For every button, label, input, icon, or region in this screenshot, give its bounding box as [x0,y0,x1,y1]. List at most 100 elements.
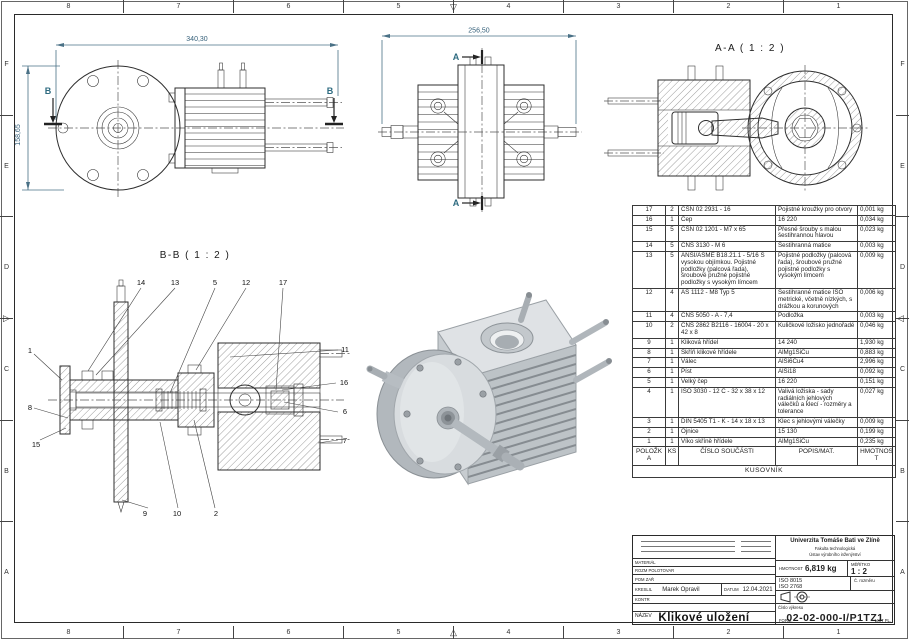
mass-label: HMOTNOST [779,566,803,571]
center-mark-bottom: △ [450,627,457,637]
center-mark-top: ▽ [450,2,457,12]
bom-header-row: POLOŽKA KS ČÍSLO SOUČÁSTI POPIS/MAT. HMO… [632,446,896,466]
balloon-label: 2 [214,509,218,518]
drawing-title: Klikové uložení [658,612,750,624]
sheet-label: LIST PL. [874,618,891,623]
balloon-label: 9 [143,509,147,518]
grid-row-label: C [896,319,909,421]
grid-col-label: 2 [674,0,784,13]
cut-label-b-left: B [45,86,52,96]
grid-col-label: 8 [14,0,124,13]
dim-front-height: 158,65 [15,124,22,146]
scale-label: MĚŘÍTKO [851,562,871,567]
dim-number-label: Č. rozměru [854,578,875,583]
balloon-label: 7 [343,436,347,445]
grid-row-label: E [896,116,909,218]
bom-title-row: KUSOVNÍK [632,464,896,478]
mass-value: 6,819 kg [804,564,837,573]
aux-equipment-label: POM ZAŘ [635,576,655,582]
organization-block: Univerzita Tomáše Bati ve Zlíně Fakulta … [776,536,894,561]
format-label: FORM. [779,618,793,623]
scale-value: 1 : 2 [851,567,868,576]
stud [569,320,608,345]
balloon-label: 14 [137,278,145,287]
isometric-view [366,292,612,486]
grid-col-label: 6 [234,626,344,639]
grid-row-label: D [896,217,909,320]
bom-header: KS [665,446,679,466]
grid-row-label: D [0,217,13,320]
standard-tolerancing: ISO 8015 [779,578,803,584]
grid-row-label: F [0,14,13,116]
grid-col-label: 3 [564,626,674,639]
grid-col-label: 5 [344,626,454,639]
front-view: 340,30 158,65 [15,36,344,198]
revision-strip [633,536,775,559]
balloon-label: 12 [242,278,250,287]
center-mark-right: ◁ [897,313,904,323]
grid-col-label: 4 [454,626,564,639]
balloon-label: 10 [173,509,181,518]
name-label: NÁZEV [635,613,652,619]
grid-row-label: A [4,569,9,577]
crankshaft-end [450,418,501,456]
section-b-title: B-B ( 1 : 2 ) [160,250,231,261]
cut-label-a-bottom: A [453,198,460,208]
balloon-label: 6 [343,407,347,416]
university-name: Univerzita Tomáše Bati ve Zlíně [790,538,880,544]
grid-row-label: C [0,319,13,421]
balloon-label: 1 [28,346,32,355]
grid-col-label: 7 [124,0,234,13]
drawn-by-name: Marek Opravil [662,586,700,593]
drawing-number: 02-02-000-I/P1TZ1 [786,612,884,624]
stud [573,359,611,383]
bom-header: ČÍSLO SOUČÁSTI [678,446,776,466]
bom-title: KUSOVNÍK [632,464,896,478]
date-label: DATUM [724,587,739,592]
grid-col-label: 1 [836,629,841,636]
faculty-name: Fakulta technologická [814,545,856,551]
balloon-label: 16 [340,378,348,387]
title-block: MATERIÁL ROZM POLOTOVAR POM ZAŘ KRESLIL … [632,535,895,625]
material-label: MATERIÁL [635,560,656,565]
grid-row-label: E [0,116,13,218]
cut-label-b-right: B [327,86,334,96]
center-mark-left: ▷ [3,313,10,323]
section-a-title: A-A ( 1 : 2 ) [715,43,785,54]
grid-col-label: 1 [836,3,841,10]
blank-size-label: ROZM POLOTOVAR [635,568,675,573]
grid-row-label: F [896,14,909,116]
grid-col-label: 8 [14,626,124,639]
balloon-label: 8 [28,403,32,412]
grid-col-label: 7 [124,626,234,639]
grid-col-label: 4 [454,0,564,13]
grid-row-label: B [896,421,909,523]
date-value: 12.04.2021 [742,586,773,593]
grid-row-label: A [900,569,905,577]
grid-col-label: 5 [344,0,454,13]
section-b-view: B-B ( 1 : 2 ) [28,250,352,518]
grid-col-label: 6 [234,0,344,13]
grid-col-label: 3 [564,0,674,13]
bom-header: HMOTNOST [857,446,896,466]
drawing-number-label: Číslo výkresu [778,605,804,610]
